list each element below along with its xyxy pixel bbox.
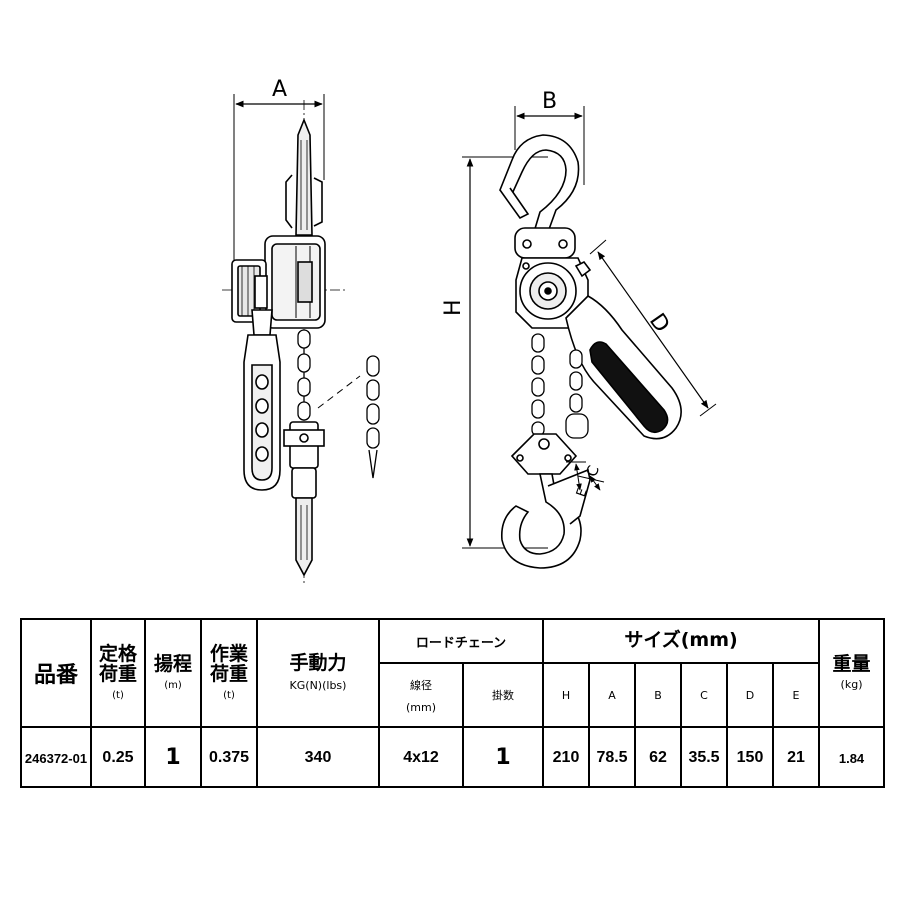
header-e: E [772, 662, 821, 728]
header-rated-load: 定格荷重 (t) [90, 618, 146, 728]
header-lift: 揚程 (m) [144, 618, 202, 728]
cell-h: 210 [542, 726, 591, 788]
header-hand-force: 手動力 KG(N)(lbs) [256, 618, 380, 728]
spec-table: 品番 定格荷重 (t) 揚程 (m) 作業荷重 (t) 手動力 KG(N)(lb… [20, 618, 886, 788]
front-view [462, 106, 717, 569]
cell-e: 21 [772, 726, 821, 788]
dim-label-h: H [441, 299, 466, 316]
header-c: C [680, 662, 729, 728]
dim-label-b: B [542, 89, 557, 114]
lever-hoist-technical-drawing: A [222, 77, 717, 585]
cell-working-load: 0.375 [200, 726, 258, 788]
cell-rated-load: 0.25 [90, 726, 146, 788]
cell-hand-force: 340 [256, 726, 380, 788]
table-row: 246372-01 0.25 1 0.375 340 4x12 1 210 78… [20, 726, 886, 788]
header-falls: 掛数 [461, 662, 545, 728]
cell-a: 78.5 [588, 726, 637, 788]
side-view [222, 94, 380, 585]
cell-b: 62 [634, 726, 683, 788]
cell-lift: 1 [144, 726, 202, 788]
header-weight: 重量 (kg) [818, 618, 886, 728]
header-working-load: 作業荷重 (t) [200, 618, 258, 728]
dimension-d-line [597, 251, 709, 409]
header-size: サイズ(mm) [542, 618, 821, 664]
dim-label-d: D [644, 309, 674, 337]
cell-c: 35.5 [680, 726, 729, 788]
header-a: A [588, 662, 637, 728]
cell-wire-dia: 4x12 [378, 726, 464, 788]
cell-falls: 1 [461, 726, 545, 788]
header-part-no: 品番 [20, 618, 92, 728]
header-d: D [726, 662, 775, 728]
header-load-chain: ロードチェーン [377, 618, 545, 664]
dim-label-a: A [272, 77, 287, 102]
dimension-e-line [589, 475, 601, 491]
cell-part-no: 246372-01 [20, 726, 92, 788]
header-wire-dia: 線径 (mm) [378, 662, 464, 728]
header-h: H [542, 662, 591, 728]
dimension-c-line [574, 463, 582, 491]
cell-d: 150 [726, 726, 775, 788]
cell-weight: 1.84 [818, 726, 886, 788]
header-b: B [634, 662, 683, 728]
